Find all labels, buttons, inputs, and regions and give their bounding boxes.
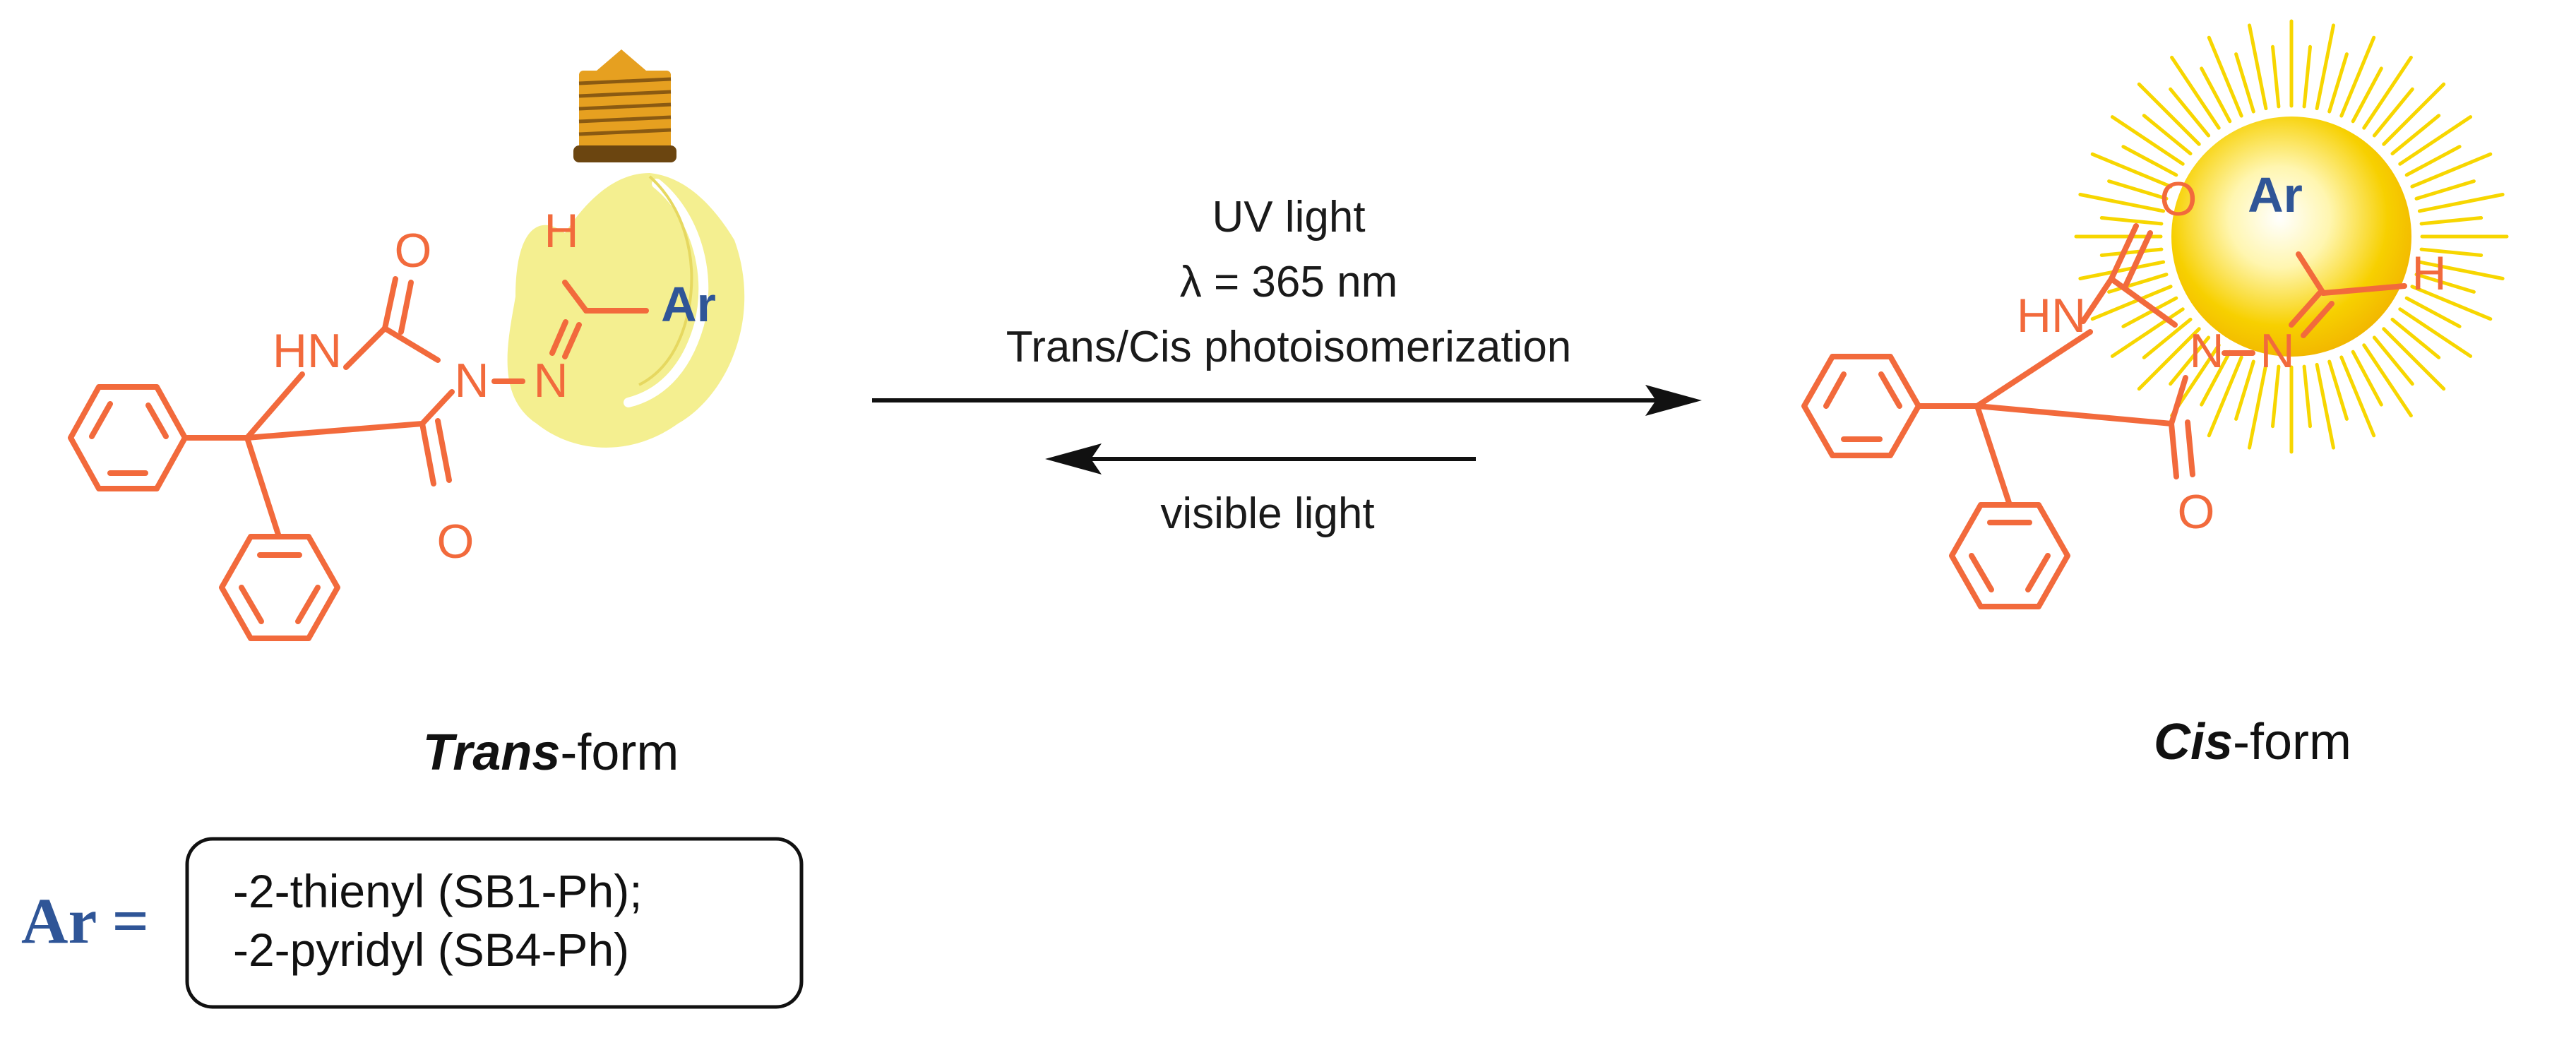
cis-oxygen-bottom: O [2178, 485, 2215, 539]
sun-ray [2362, 343, 2413, 418]
trans-nh-group: HN [273, 324, 342, 378]
cis-aryl-label: Ar [2248, 167, 2303, 222]
condition-photoisomerization: Trans/Cis photoisomerization [1006, 323, 1572, 371]
cis-ring-nitrogen: N [2189, 324, 2224, 378]
trans-molecule: O O HN N N H Ar Trans-form [68, 49, 745, 781]
aryl-option-pyridyl: -2-pyridyl (SB4-Ph) [233, 924, 629, 976]
cis-hydantoin-ring [1916, 223, 2407, 508]
reaction-conditions: UV light λ = 365 nm Trans/Cis photoisome… [872, 193, 1702, 538]
sun-ray [2234, 359, 2255, 421]
sun-ray [2142, 317, 2193, 359]
reverse-arrow [1045, 443, 1476, 475]
sun-ray [2169, 87, 2211, 138]
sun-ray [2339, 35, 2376, 118]
sun-ray [2110, 307, 2185, 358]
condition-wavelength: λ = 365 nm [1180, 258, 1397, 306]
sun-ray [2099, 247, 2164, 257]
sun-ray [2121, 145, 2178, 177]
sun-ray [2137, 327, 2201, 391]
sun-ray [2110, 115, 2185, 166]
sun-ray [2315, 362, 2335, 450]
cis-hydrogen: H [2411, 246, 2446, 300]
trans-oxygen-bottom: O [437, 515, 475, 568]
sun-ray [2417, 193, 2505, 213]
sun-ray [2170, 55, 2221, 130]
sun-ray [2390, 317, 2441, 359]
aryl-equals-label: Ar = [21, 885, 149, 957]
sun-ray [2382, 82, 2446, 146]
sun-ray [2410, 152, 2493, 189]
sun-ray [2414, 273, 2476, 294]
sun-ray [2271, 44, 2281, 109]
trans-aryl-label: Ar [661, 277, 716, 332]
sun-ray [2200, 350, 2232, 407]
sun-ray [2200, 66, 2232, 124]
condition-visible-light: visible light [1160, 489, 1374, 538]
sun-ray [2414, 179, 2476, 201]
sun-ray [2169, 335, 2211, 386]
trans-form-label: Trans-form [423, 724, 679, 781]
sun-ray [2090, 285, 2173, 321]
sun-ray [2302, 44, 2312, 109]
sun-ray [2099, 216, 2164, 226]
sun-ray [2339, 355, 2376, 438]
sun-ray [2121, 296, 2178, 328]
sun-ray [2137, 82, 2201, 146]
sun-ray [2372, 87, 2414, 138]
sun-ray [2410, 285, 2493, 321]
sun-ray [2078, 193, 2166, 213]
condition-uv-light: UV light [1212, 193, 1365, 241]
sun-ray [2382, 327, 2446, 391]
sun-ray [2207, 35, 2243, 118]
cis-nh-group: HN [2017, 289, 2086, 342]
trans-ring-nitrogen: N [454, 354, 489, 407]
sun-ray [2090, 152, 2173, 189]
sun-ray [2390, 114, 2441, 156]
aryl-definition: Ar = -2-thienyl (SB1-Ph); -2-pyridyl (SB… [21, 837, 804, 1009]
forward-arrow [872, 385, 1702, 416]
sun-ray [2404, 296, 2462, 328]
sun-ray [2417, 260, 2505, 280]
trans-oxygen-top: O [395, 224, 432, 278]
trans-phenyl-ring-2 [219, 534, 340, 641]
trans-hydrogen: H [544, 204, 578, 258]
cis-phenyl-ring-2 [1949, 502, 2070, 609]
sun-icon [2074, 19, 2509, 454]
sun-ray [2107, 273, 2169, 294]
sun-ray [2107, 179, 2169, 201]
sun-ray [2142, 114, 2193, 156]
sun-ray [2419, 216, 2483, 226]
sun-ray [2398, 115, 2473, 166]
sun-ray [2351, 66, 2383, 124]
aryl-options-box [185, 837, 804, 1009]
sun-ray [2248, 362, 2268, 450]
trans-imine-nitrogen: N [533, 354, 568, 407]
cis-form-label: Cis-form [2154, 714, 2351, 770]
sun-ray [2078, 260, 2166, 280]
cis-imine-nitrogen: N [2260, 324, 2294, 378]
sun-ray [2302, 364, 2312, 429]
sun-ray [2398, 307, 2473, 358]
sun-ray [2248, 23, 2268, 111]
sun-ray [2271, 364, 2281, 429]
sun-ray [2207, 355, 2243, 438]
sun-ray [2234, 52, 2255, 114]
sun-ray [2372, 335, 2414, 386]
sun-ray [2404, 145, 2462, 177]
trans-hydantoin-ring [182, 276, 649, 539]
sun-ray [2327, 359, 2349, 421]
sun-ray [2315, 23, 2335, 111]
aryl-option-thienyl: -2-thienyl (SB1-Ph); [233, 865, 643, 917]
cis-molecule: O O HN N N H Ar Cis-form [1801, 19, 2509, 770]
sun-ray [2362, 55, 2413, 130]
sun-ray [2327, 52, 2349, 114]
cis-oxygen-top: O [2160, 172, 2198, 226]
sun-ray [2351, 350, 2383, 407]
sun-ray [2419, 247, 2483, 257]
